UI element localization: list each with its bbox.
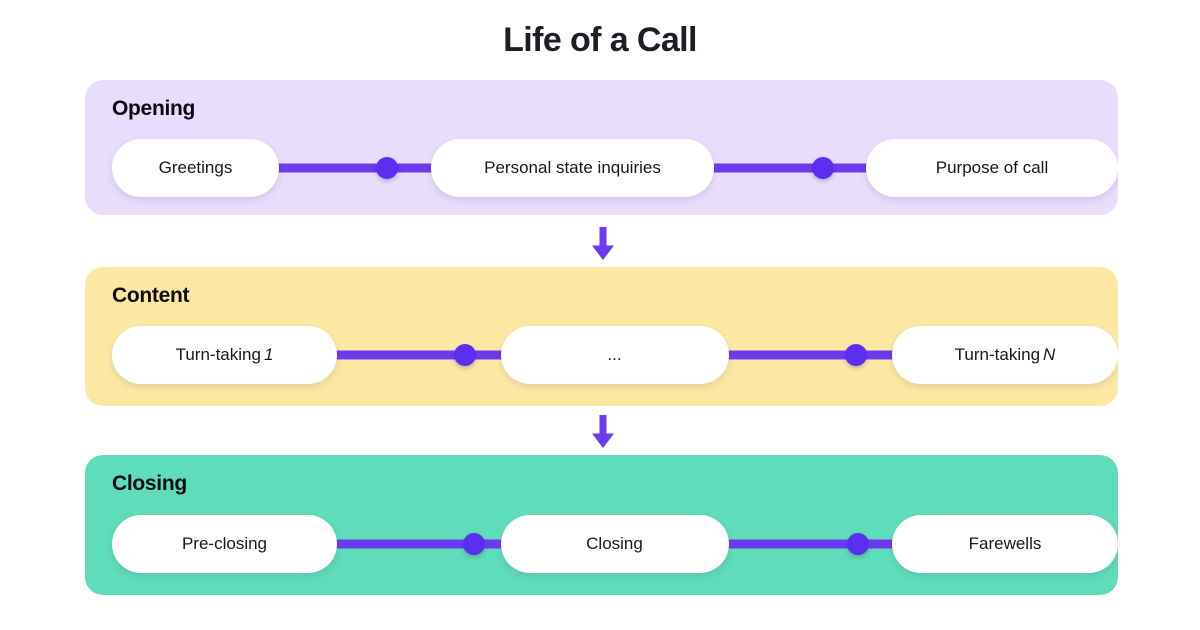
step-pill-greetings[interactable]: Greetings (112, 139, 279, 197)
step-pill-farewells[interactable]: Farewells (892, 515, 1118, 573)
step-pill-text: ... (607, 345, 622, 364)
stage-band-opening: Opening Greetings Personal state inquiri… (85, 80, 1118, 215)
stage-band-closing: Closing Pre-closing Closing Farewells (85, 455, 1118, 595)
connector-dot (846, 533, 869, 555)
step-pill-ellipsis[interactable]: ... (500, 326, 729, 384)
connector-opening-2 (708, 157, 872, 179)
connector-line (722, 539, 898, 549)
step-pill-personal-state-inquiries[interactable]: Personal state inquiries (431, 139, 714, 197)
step-pill-text: Turn-taking (175, 345, 261, 364)
connector-line (273, 163, 437, 173)
step-pill-text: Closing (586, 534, 643, 553)
connector-closing-1 (331, 533, 507, 555)
step-pill-text: Turn-taking (954, 345, 1041, 364)
arrow-down-icon (588, 415, 618, 449)
arrow-down-icon (588, 227, 618, 261)
connector-opening-1 (273, 157, 437, 179)
connector-content-2 (722, 344, 898, 366)
connector-line (331, 350, 507, 360)
connector-line (722, 350, 898, 360)
connector-line (708, 163, 872, 173)
band-label-content: Content (112, 284, 190, 307)
step-pill-text: Greetings (158, 158, 233, 177)
step-pill-purpose-of-call[interactable]: Purpose of call (866, 139, 1118, 197)
step-chain-opening: Greetings Personal state inquiries Purpo… (112, 137, 1118, 199)
step-pill-text: Personal state inquiries (484, 158, 661, 177)
connector-dot (453, 344, 476, 366)
step-pill-index: N (1043, 345, 1056, 364)
connector-dot (375, 157, 398, 179)
connector-content-1 (331, 344, 507, 366)
connector-closing-2 (722, 533, 898, 555)
step-pill-pre-closing[interactable]: Pre-closing (112, 515, 337, 573)
step-pill-text: Pre-closing (181, 534, 268, 553)
step-pill-closing[interactable]: Closing (500, 515, 729, 573)
connector-dot (845, 344, 868, 366)
band-label-opening: Opening (112, 97, 196, 120)
step-chain-closing: Pre-closing Closing Farewells (112, 513, 1118, 575)
step-pill-text: Farewells (968, 534, 1042, 553)
step-pill-index: 1 (263, 345, 274, 364)
connector-dot (463, 533, 486, 555)
connector-dot (812, 157, 835, 179)
band-label-closing: Closing (112, 472, 187, 495)
page-title: Life of a Call (503, 21, 697, 59)
step-pill-text: Purpose of call (935, 158, 1049, 177)
connector-line (331, 539, 507, 549)
